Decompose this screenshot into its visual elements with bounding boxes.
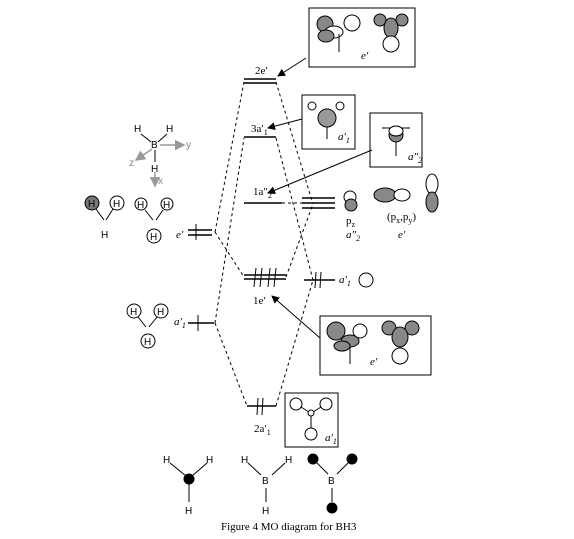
arrow-bottom-e <box>271 295 321 339</box>
box-top-e-sym: e′ <box>361 50 369 62</box>
box-a2-orbitals <box>382 125 410 156</box>
boron-pxy-orbitals <box>373 173 439 213</box>
level-2e <box>244 78 276 84</box>
struct-b-filled-h: B <box>307 453 358 514</box>
axis-h-left: H <box>134 124 141 135</box>
boron-pz-sym: a″2 <box>346 229 360 243</box>
correlation-lines <box>214 81 314 407</box>
arrow-a1 <box>267 118 303 131</box>
box-a1-orbitals <box>307 101 345 139</box>
box-bottom-a1-orbitals <box>289 397 333 441</box>
boron-s-orbital <box>358 272 374 288</box>
lig-h-5: H <box>163 200 170 211</box>
z-axis-label: z <box>129 158 134 169</box>
figure-caption: Figure 4 MO diagram for BH3 <box>221 521 357 533</box>
bh3-axes-sketch: H H B H y z x <box>129 124 191 188</box>
x-axis-label: x <box>158 176 163 187</box>
axis-b: B <box>151 140 158 151</box>
svg-text:H: H <box>241 455 248 466</box>
box-bottom-e <box>319 315 432 376</box>
ligand-a1-orbital: H H H <box>126 303 169 349</box>
ligand-a1-label: a′1 <box>174 316 186 330</box>
lig-h-7: H <box>130 307 137 318</box>
boron-pxy-label: (px,py) <box>387 211 416 225</box>
svg-text:H: H <box>285 455 292 466</box>
boron-s-sym: a′1 <box>339 274 351 288</box>
boron-pz-label: pz <box>346 215 356 229</box>
box-bottom-a1 <box>284 392 339 448</box>
level-3a1-label: 3a′1 <box>251 123 268 137</box>
lig-h-3: H <box>101 230 108 241</box>
svg-text:B: B <box>262 476 269 487</box>
z-axis-arrow <box>134 148 153 161</box>
ligand-e-label: e′ <box>176 229 184 241</box>
boron-pz-orbital <box>343 190 358 212</box>
box-bottom-a1-sym: a′1 <box>325 432 337 446</box>
arrow-a2 <box>267 149 373 195</box>
lig-h-6: H <box>150 232 157 243</box>
lig-h-1: H <box>88 199 95 210</box>
ligand-e-orbitals: H H H H H H <box>84 195 174 244</box>
svg-text:H: H <box>185 506 192 517</box>
box-a1 <box>301 94 356 150</box>
box-bottom-e-orbitals <box>326 320 420 365</box>
box-top-e-orbitals <box>316 13 409 53</box>
box-a2 <box>369 112 423 168</box>
struct-h3-filled-b: H H H <box>163 455 213 517</box>
struct-bh3: H H B H <box>241 455 292 517</box>
svg-text:H: H <box>206 455 213 466</box>
level-2a1 <box>247 397 276 416</box>
y-axis-label: y <box>186 140 191 151</box>
box-a2-sym: a″2 <box>408 151 422 165</box>
axis-h-bottom: H <box>151 164 158 175</box>
lig-h-2: H <box>113 199 120 210</box>
level-1a2-label: 1a″2 <box>253 186 272 200</box>
level-2a1-label: 2a′1 <box>254 423 271 437</box>
axis-h-right: H <box>166 124 173 135</box>
arrow-top-e <box>277 57 307 77</box>
boron-p-levels <box>302 197 335 209</box>
box-top-e <box>308 7 416 68</box>
svg-text:H: H <box>163 455 170 466</box>
box-a1-sym: a′1 <box>338 131 350 145</box>
lig-h-9: H <box>144 337 151 348</box>
ligand-e-level <box>188 224 212 240</box>
svg-text:B: B <box>328 476 335 487</box>
level-2e-label: 2e′ <box>255 65 268 77</box>
lig-h-4: H <box>137 200 144 211</box>
level-1e <box>244 267 286 288</box>
lig-h-8: H <box>157 307 164 318</box>
boron-s-level <box>304 271 335 289</box>
box-bottom-e-sym: e′ <box>370 356 378 368</box>
ligand-a1-level <box>188 315 214 331</box>
level-1e-label: 1e′ <box>253 295 266 307</box>
boron-pxy-sym: e′ <box>398 229 406 241</box>
svg-text:H: H <box>262 506 269 517</box>
